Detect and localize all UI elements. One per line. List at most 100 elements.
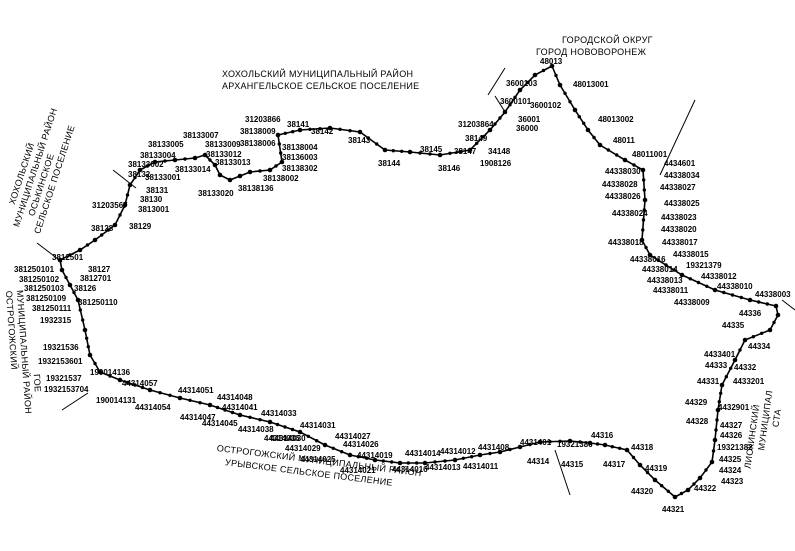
vertex-dot (248, 415, 252, 419)
vertex-dot (508, 447, 512, 452)
vertex-dot (100, 233, 104, 237)
point-label: 38133020 (198, 189, 234, 198)
point-label: 381250110 (78, 298, 118, 307)
vertex-dot (72, 290, 76, 295)
vertex-dot (258, 418, 262, 422)
point-label: 44338018 (608, 238, 644, 247)
point-label: 44314016 (392, 465, 428, 474)
vertex-dot (641, 228, 645, 232)
vertex-dot (577, 115, 581, 119)
vertex-dot (85, 336, 89, 340)
vertex-dot (488, 451, 492, 456)
vertex-dot (647, 252, 653, 258)
vertex-dot (443, 459, 447, 463)
point-label: 44338034 (664, 171, 700, 180)
vertex-dot (93, 361, 97, 366)
region-left-lower-line-3: ГОЕ (32, 374, 43, 393)
point-label: 44328 (686, 417, 709, 426)
vertex-dot (258, 169, 262, 173)
vertex-dot (582, 121, 586, 126)
vertex-dot (448, 151, 452, 155)
vertex-dot (775, 312, 781, 318)
point-label: 3812701 (80, 274, 112, 283)
vertex-dot (732, 357, 738, 363)
vertex-dot (391, 149, 395, 153)
boundary-vertices (57, 63, 781, 500)
vertex-dot (704, 468, 708, 472)
region-caption-top-right: ГОРОДСКОЙ ОКРУГ ГОРОД НОВОВОРОНЕЖ (536, 34, 653, 57)
vertex-dot (719, 382, 725, 388)
point-label: 44338010 (717, 282, 753, 291)
point-label: 38138009 (240, 127, 276, 136)
vertex-dot (513, 95, 517, 100)
vertex-dot (407, 149, 413, 155)
point-label: 381250103 (24, 284, 65, 293)
vertex-dot (475, 141, 479, 145)
region-top-line-2: АРХАНГЕЛЬСКОЕ СЕЛЬСКОЕ ПОСЕЛЕНИЕ (222, 81, 419, 91)
point-label: 44325 (719, 455, 742, 464)
point-label: 44314021 (340, 466, 376, 475)
point-labels-right: 48013001 48013002 48011 48011001 4434601… (573, 80, 791, 475)
region-right-line-3: СТА (771, 408, 783, 428)
vertex-dot (642, 208, 646, 212)
vertex-dot (587, 440, 593, 446)
point-label: 3813001 (138, 205, 170, 214)
point-label: 38133013 (215, 158, 251, 167)
vertex-dot (247, 169, 253, 175)
point-label: 38133002 (128, 160, 164, 169)
vertex-dot (315, 439, 319, 443)
point-label: 44323 (721, 477, 744, 486)
point-label: 44338030 (605, 167, 641, 176)
point-label: 4431401 (520, 438, 552, 447)
vertex-dot (711, 449, 716, 453)
point-label: 44314045 (202, 419, 238, 428)
point-label: 38138004 (282, 143, 318, 152)
vertex-dot (68, 253, 72, 257)
vertex-dot (283, 131, 287, 135)
vertex-dot (85, 243, 90, 247)
vertex-dot (275, 422, 280, 427)
vertex-dot (75, 297, 81, 303)
point-label: 36000 (516, 124, 539, 133)
point-label: 44314033 (261, 409, 297, 418)
vertex-dot (192, 155, 198, 161)
point-label: 44319 (645, 464, 668, 473)
vertex-dot (125, 380, 130, 385)
vertex-dot (493, 122, 497, 126)
vertex-dot (422, 460, 428, 466)
point-label: 44331 (697, 377, 720, 386)
region-caption-left-upper: ХОХОЛЬСКИЙ МУНИЦИПАЛЬНЫЙ РАЙОН ОСЬКИНСКО… (6, 107, 77, 235)
vertex-dot (666, 489, 670, 493)
point-label: 1908126 (480, 159, 512, 168)
vertex-dot (59, 267, 65, 273)
vertex-dot (644, 245, 648, 250)
vertex-dot (541, 68, 546, 73)
vertex-dot (433, 460, 437, 464)
point-label: 38127 (88, 265, 111, 274)
vertex-dot (525, 80, 530, 85)
vertex-dot (642, 188, 646, 192)
point-label: 38141 (287, 120, 310, 129)
vertex-dot (322, 442, 328, 448)
vertex-dot (437, 152, 443, 158)
vertex-dot (487, 127, 493, 133)
point-label: 38146 (438, 164, 461, 173)
vertex-dot (517, 87, 523, 93)
vertex-dot (618, 446, 622, 450)
point-label: 38129 (129, 222, 152, 231)
point-label: 381250111 (32, 304, 72, 313)
point-label: 44314014 (405, 449, 441, 458)
vertex-dot (279, 159, 285, 165)
point-label: 3600102 (530, 101, 562, 110)
vertex-dot (122, 202, 128, 208)
point-labels-top: 48013 3600103 3600101 3600102 36001 3600… (91, 57, 563, 233)
vertex-dot (642, 178, 646, 182)
vertex-dot (372, 457, 378, 463)
point-label: 38136003 (282, 153, 318, 162)
point-label: 38132 (128, 170, 151, 179)
point-label: 38126 (74, 284, 97, 293)
point-label: 31203567 (92, 201, 128, 210)
point-label: 44338012 (701, 272, 737, 281)
point-label: 381250102 (19, 275, 60, 284)
vertex-dot (641, 218, 646, 222)
